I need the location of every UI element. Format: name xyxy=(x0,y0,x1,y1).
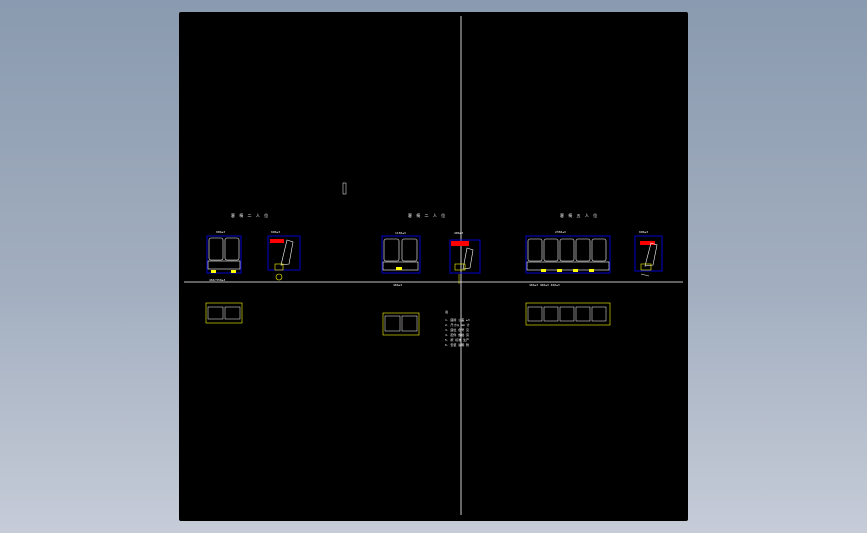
notes-line-3: 3. 座位 色号 见 xyxy=(445,327,469,332)
view-3-title: 客 椅 五 人 位 xyxy=(560,212,599,218)
notes-line-1: 1. 座椅 公差 ±3 xyxy=(445,317,470,322)
view-1-group[interactable]: 客 椅 二 人 位 900±3 460/550±3 600±3 xyxy=(205,212,301,324)
view-1-title: 客 椅 二 人 位 xyxy=(231,212,270,218)
cursor-marker xyxy=(342,182,347,195)
view-1-plan xyxy=(205,302,243,324)
view-1-front: 900±3 460/550±3 xyxy=(206,230,242,282)
view-2-front: 1150±3 460±3 xyxy=(381,231,421,287)
view-1-front-dim-bottom: 460/550±3 xyxy=(209,278,225,282)
cad-drawing[interactable]: 客 椅 二 人 位 900±3 460/550±3 600±3 xyxy=(179,12,688,521)
view-1-front-dim-top: 900±3 xyxy=(216,230,225,234)
notes-block: 说 1. 座椅 公差 ±3 2. 尺寸以 mm 计 3. 座位 色号 见 4. … xyxy=(445,309,470,347)
view-2-front-dim-top: 1150±3 xyxy=(395,231,406,235)
view-3-front-dim-top: 2350±3 xyxy=(555,230,566,234)
notes-line-2: 2. 尺寸以 mm 计 xyxy=(445,322,470,327)
view-2-side-dim-top: 400±3 xyxy=(454,231,463,235)
view-3-group[interactable]: 客 椅 五 人 位 2350±3 460±3 460±3 460±3 600±3 xyxy=(525,212,663,326)
notes-line-4: 4. 配件 规格 另 xyxy=(445,332,469,337)
view-3-plan xyxy=(525,302,611,326)
view-3-front-dim-bottom: 460±3 460±3 460±3 xyxy=(529,283,560,287)
notes-line-6: 6. 安装 说明 附 xyxy=(445,342,469,347)
notes-heading: 说 xyxy=(445,309,448,314)
notes-line-5: 5. 按 标准 生产 xyxy=(445,337,469,342)
cad-viewport[interactable]: 客 椅 二 人 位 900±3 460/550±3 600±3 xyxy=(179,12,688,521)
view-2-title: 客 椅 二 人 位 xyxy=(408,212,447,218)
view-1-side-dim-top: 600±3 xyxy=(271,230,280,234)
view-2-group[interactable]: 客 椅 二 人 位 1150±3 460±3 400±3 xyxy=(381,212,481,336)
view-3-side-dim-top: 600±3 xyxy=(639,230,648,234)
view-3-front: 2350±3 460±3 460±3 460±3 xyxy=(525,230,611,287)
view-2-side: 400±3 xyxy=(449,231,481,284)
view-3-side: 600±3 xyxy=(634,230,663,277)
view-2-front-dim-bottom: 460±3 xyxy=(393,283,402,287)
view-2-plan xyxy=(382,312,420,336)
view-1-side: 600±3 xyxy=(267,230,301,281)
